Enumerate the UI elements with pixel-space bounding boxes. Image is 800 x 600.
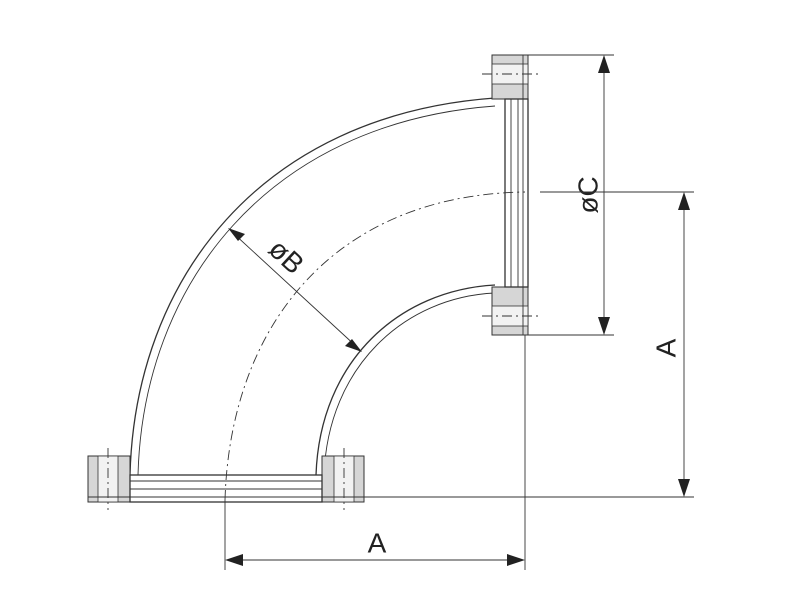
diameter-c-label: øC (572, 176, 603, 213)
elbow-inner-wall-inner-line (323, 292, 496, 476)
vertical-a-label: A (650, 338, 681, 357)
diameter-b-line (231, 231, 359, 349)
diameter-b-arrow-end (345, 339, 362, 352)
right-flange-face (504, 98, 529, 288)
bottom-flange (87, 448, 365, 510)
elbow-outer-wall (129, 97, 496, 476)
bottom-flange-face (129, 474, 323, 503)
diameter-b-label: øB (263, 233, 310, 280)
diameter-c-dimension: øC (528, 54, 614, 336)
elbow-inner-wall (315, 284, 496, 476)
vertical-a-arrow-top (678, 192, 690, 210)
diameter-b-arrow-start (228, 228, 245, 241)
diameter-c-arrow-bottom (598, 317, 610, 335)
leg-length-vertical-dimension: A (364, 191, 694, 498)
elbow-outer-wall-inner-line (137, 105, 496, 476)
leg-length-horizontal-dimension: A (224, 335, 526, 570)
horizontal-a-arrow-left (225, 554, 243, 566)
elbow-body (129, 97, 526, 501)
horizontal-a-arrow-right (507, 554, 525, 566)
horizontal-a-label: A (368, 527, 387, 558)
diameter-b-dimension: øB (228, 228, 362, 352)
vertical-a-arrow-bottom (678, 479, 690, 497)
right-flange (482, 54, 540, 336)
elbow-centerline (224, 191, 526, 501)
diameter-c-arrow-top (598, 55, 610, 73)
